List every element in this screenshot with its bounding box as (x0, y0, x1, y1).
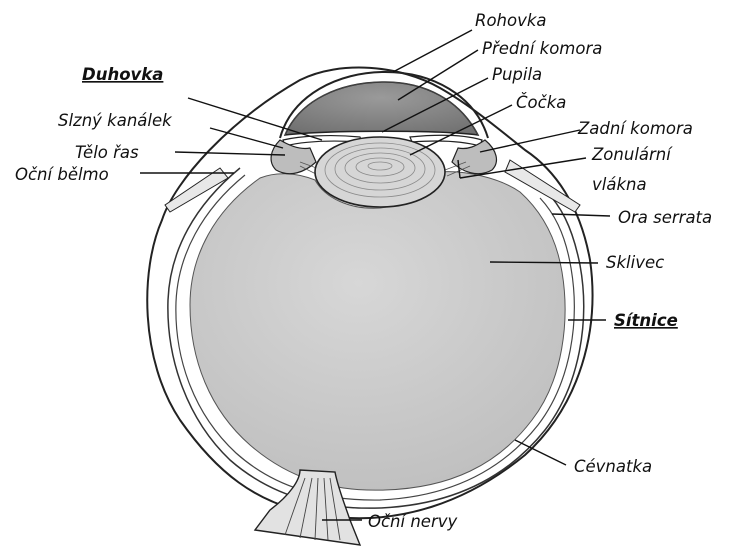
label-sklivec: Sklivec (606, 253, 664, 272)
label-telo-ras: Tělo řas (75, 143, 139, 162)
label-ora-serrata: Ora serrata (618, 208, 712, 227)
label-predni-komora: Přední komora (482, 39, 602, 58)
label-cocka: Čočka (516, 93, 566, 112)
label-ocni-belmo: Oční bělmo (15, 165, 109, 184)
label-pupila: Pupila (492, 65, 542, 84)
label-zadni-komora: Zadní komora (577, 119, 693, 138)
label-cevnatka: Cévnatka (574, 457, 652, 476)
label-sitnice: Sítnice (614, 311, 678, 330)
label-duhovka: Duhovka (82, 65, 163, 84)
label-slzny-kanalek: Slzný kanálek (58, 111, 173, 130)
label-zonularni: Zonulární (591, 145, 673, 164)
label-vlakna: vlákna (592, 175, 647, 194)
label-ocni-nervy: Oční nervy (368, 512, 458, 531)
label-rohovka: Rohovka (475, 11, 547, 30)
